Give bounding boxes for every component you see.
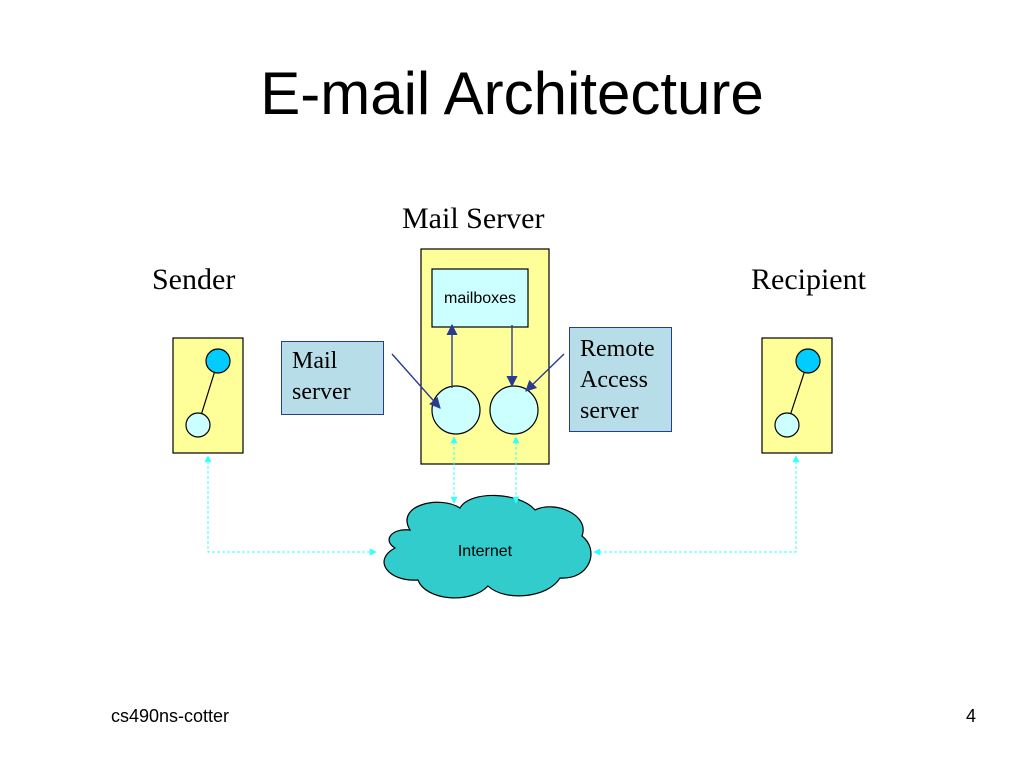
remote-access-callout-line-1: Remote (580, 336, 655, 362)
recipient-label: Recipient (751, 263, 866, 296)
recipient-host (761, 337, 833, 454)
mail-server-label: Mail Server (402, 202, 545, 235)
sender-internet-link (204, 455, 377, 556)
remote-access-callout: Remote Access server (569, 327, 672, 432)
sender-host-bottom-circle (185, 412, 211, 438)
internet-label: Internet (457, 543, 513, 560)
mail-server-callout-line-1: Mail (292, 348, 338, 374)
recipient-host-bottom-circle (774, 412, 800, 438)
sender-host-top-circle (205, 348, 231, 374)
recipient-internet-link (593, 455, 800, 556)
recipient-host-top-circle (795, 348, 821, 374)
remote-access-circle (489, 385, 539, 435)
footer-course-label: cs490ns-cotter (111, 706, 230, 726)
page-number: 4 (966, 706, 977, 726)
mailboxes-box (431, 268, 529, 328)
remote-access-callout-line-3: server (580, 398, 639, 424)
mail-server-callout-line-2: server (292, 379, 351, 405)
sender-label: Sender (152, 263, 236, 296)
mail-server-box (420, 248, 550, 465)
mail-server-callout: Mail server (281, 341, 384, 415)
remote-access-callout-arrow (525, 353, 565, 392)
slide-title: E-mail Architecture (260, 60, 764, 127)
mailboxes-label: mailboxes (443, 290, 517, 307)
sender-host (172, 337, 244, 454)
mail-server-callout-arrow (391, 353, 441, 409)
internet-cloud (383, 494, 592, 599)
network-links (204, 436, 800, 556)
remote-access-callout-line-2: Access (580, 367, 648, 393)
smtp-server-circle (431, 385, 481, 435)
